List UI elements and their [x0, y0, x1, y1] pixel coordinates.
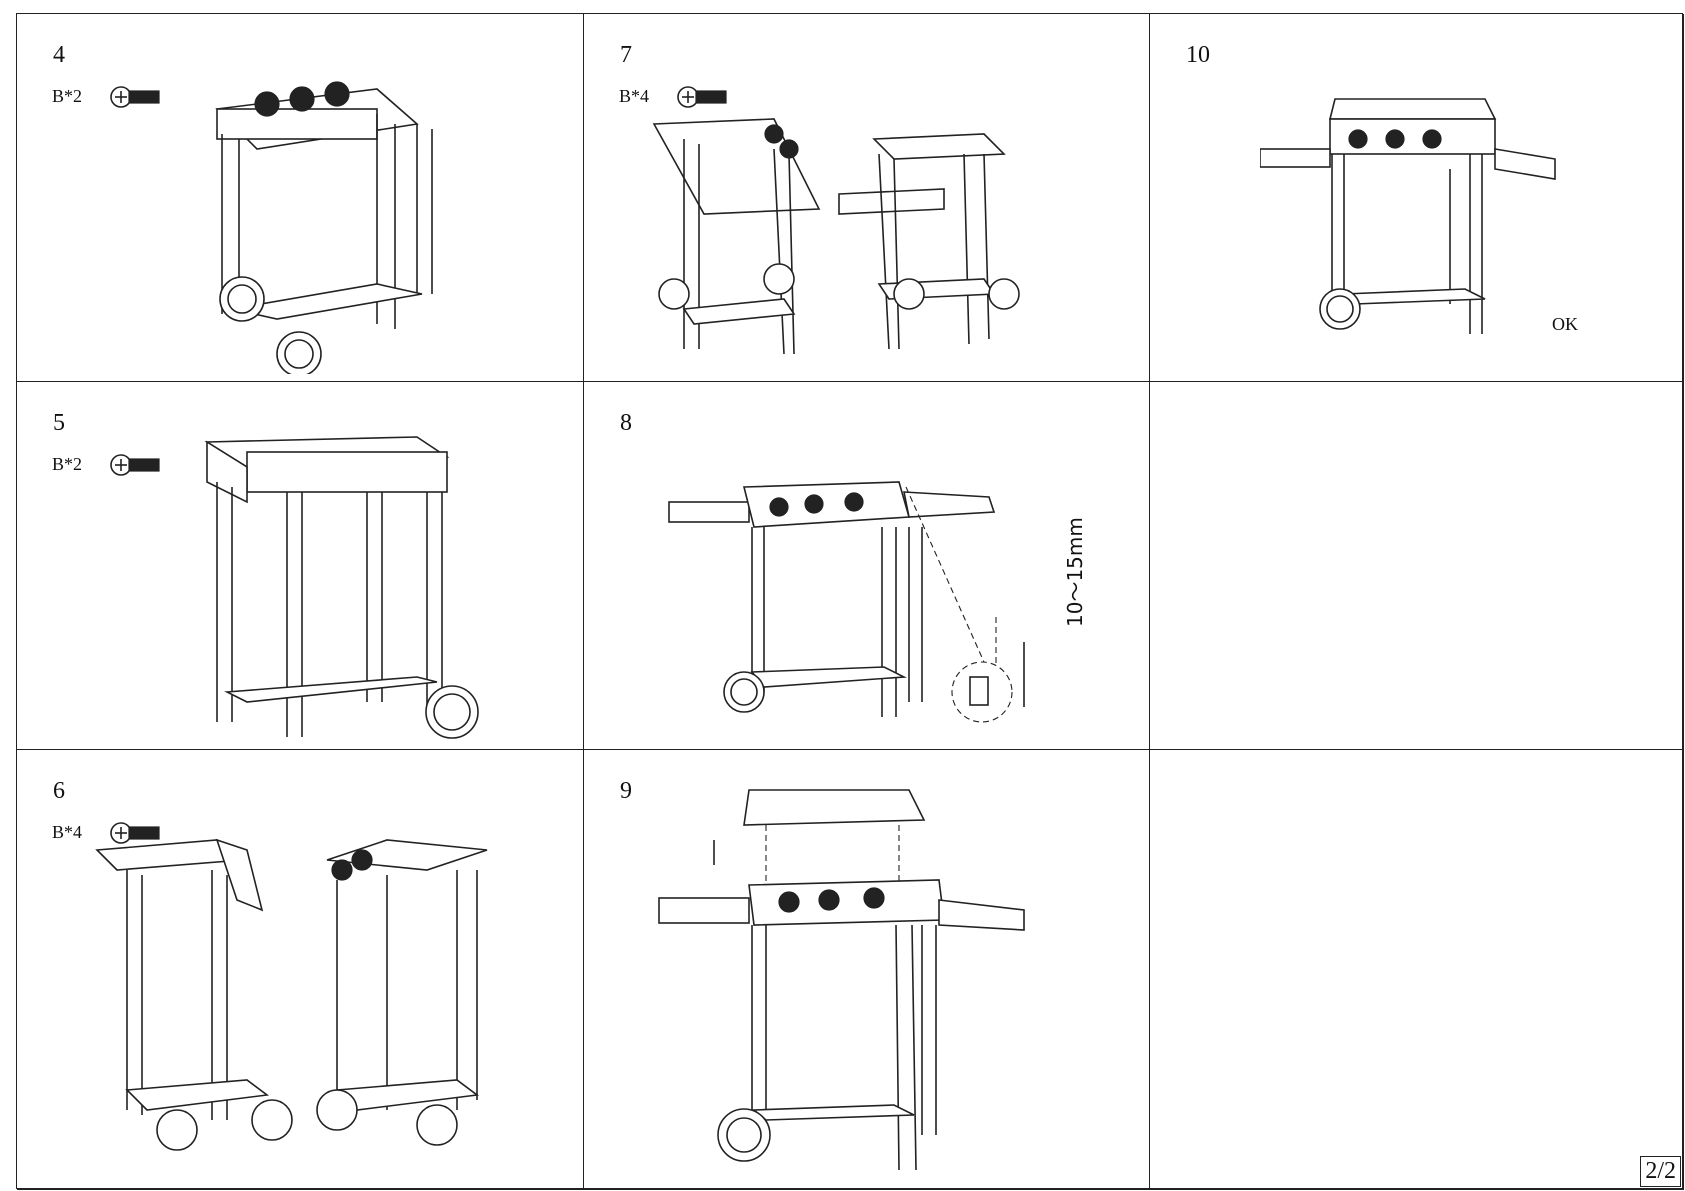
step-cell-5: 5 B*2 — [17, 382, 584, 750]
step-cell-6: 6 B*4 — [17, 750, 584, 1190]
screw-icon — [109, 79, 165, 115]
step-cell-9: 9 — [584, 750, 1150, 1190]
part-label: B*2 — [52, 454, 82, 475]
grill-cart-icon — [654, 780, 1054, 1180]
screw-icon — [109, 447, 165, 483]
step-number: 8 — [620, 410, 632, 437]
grill-cart-icon — [87, 830, 537, 1180]
measurement-label: 10～15mm — [1052, 477, 1102, 637]
instruction-sheet: 4 B*2 5 B*2 — [16, 13, 1683, 1189]
step-cell-4: 4 B*2 — [17, 14, 584, 382]
step-cell-8: 8 10～15mm — [584, 382, 1150, 750]
grill-cart-icon — [1260, 94, 1590, 364]
empty-cell: 2/2 — [1150, 750, 1684, 1190]
grill-cart-icon — [187, 412, 507, 742]
part-label: B*2 — [52, 86, 82, 107]
step-number: 4 — [53, 42, 65, 69]
part-label: B*4 — [52, 822, 82, 843]
grill-cart-icon — [664, 442, 1104, 732]
step-cell-10: 10 OK — [1150, 14, 1684, 382]
step-number: 10 — [1186, 42, 1210, 69]
step-number: 9 — [620, 778, 632, 805]
ok-label: OK — [1552, 314, 1578, 335]
svg-text:10～15mm: 10～15mm — [1063, 517, 1087, 627]
step-number: 7 — [620, 42, 632, 69]
empty-cell — [1150, 382, 1684, 750]
step-cell-7: 7 B*4 — [584, 14, 1150, 382]
step-number: 6 — [53, 778, 65, 805]
grill-cart-icon — [177, 54, 477, 374]
step-number: 5 — [53, 410, 65, 437]
grill-cart-icon — [644, 104, 1064, 374]
page-number: 2/2 — [1640, 1156, 1681, 1187]
